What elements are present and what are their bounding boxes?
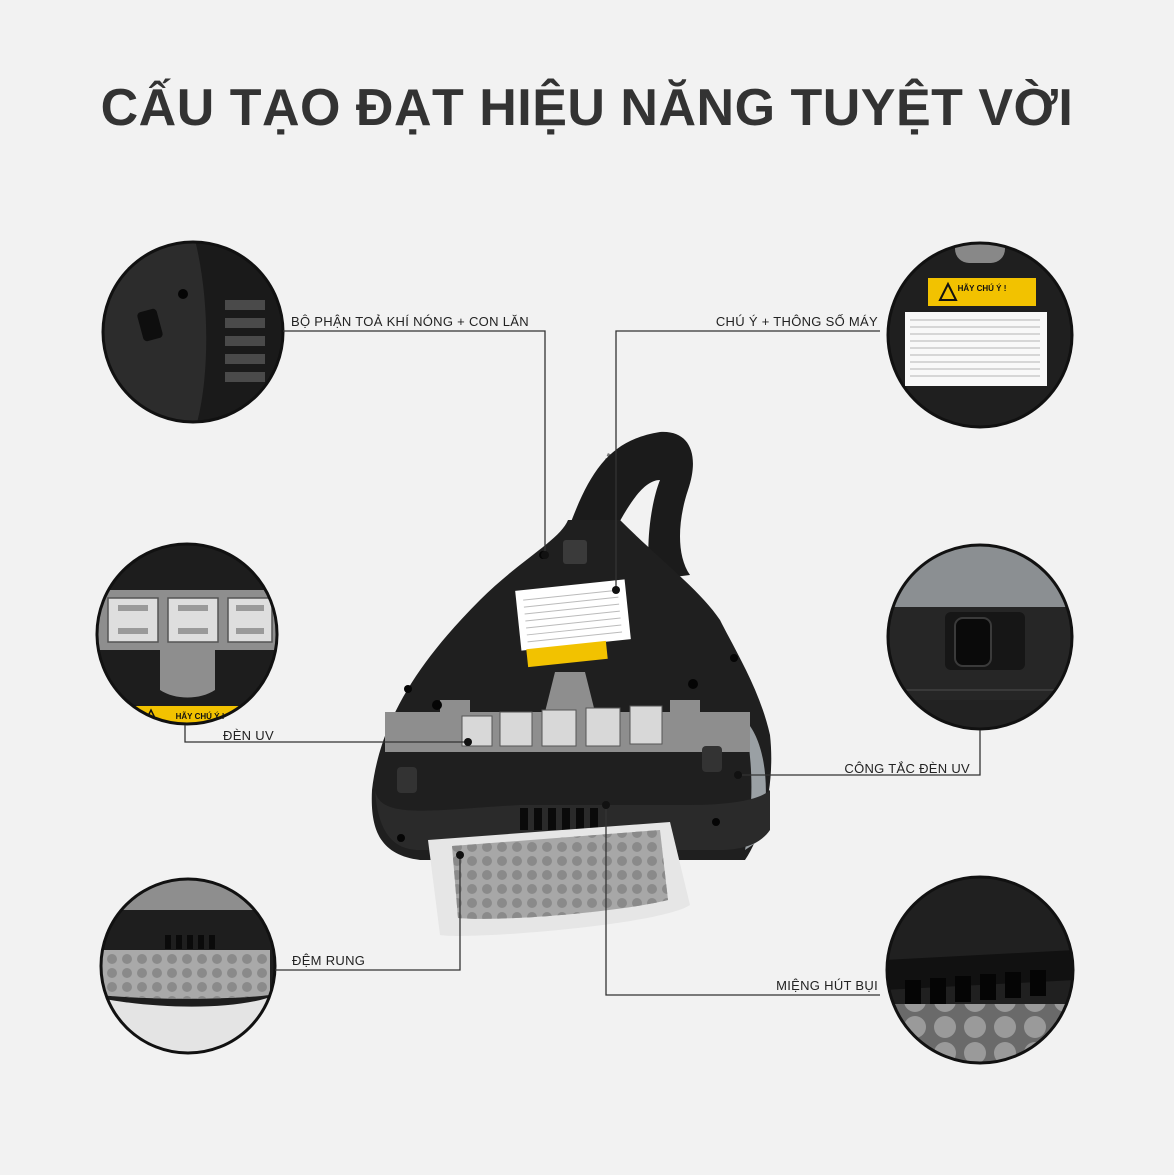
uv-sticker-text: HÃY CHÚ Ý ! [176,712,225,721]
label-uv-lamp: ĐÈN UV [223,728,274,743]
label-uv-switch: CÔNG TẮC ĐÈN UV [844,761,970,776]
label-notice-specs: CHÚ Ý + THÔNG SỐ MÁY [715,314,878,329]
detail-suction-mouth [885,875,1075,1065]
callout-lines [184,330,981,996]
callout-dots [456,551,742,859]
notice-sticker-text: HÃY CHÚ Ý ! [958,284,1007,293]
detail-uv-switch [886,543,1074,731]
detail-uv-lamp: HÃY CHÚ Ý ! [95,542,279,726]
detail-vibration-pad [99,877,277,1055]
label-suction-mouth: MIỆNG HÚT BỤI [776,978,878,993]
detail-notice-specs: HÃY CHÚ Ý ! [886,241,1074,429]
label-heat-roller: BỘ PHẬN TOẢ KHÍ NÓNG + CON LĂN [291,314,529,329]
vacuum-body [371,431,772,936]
page-title: CẤU TẠO ĐẠT HIỆU NĂNG TUYỆT VỜI [100,79,1074,137]
label-vibration-pad: ĐỆM RUNG [292,953,366,968]
detail-heat-roller [101,240,285,424]
